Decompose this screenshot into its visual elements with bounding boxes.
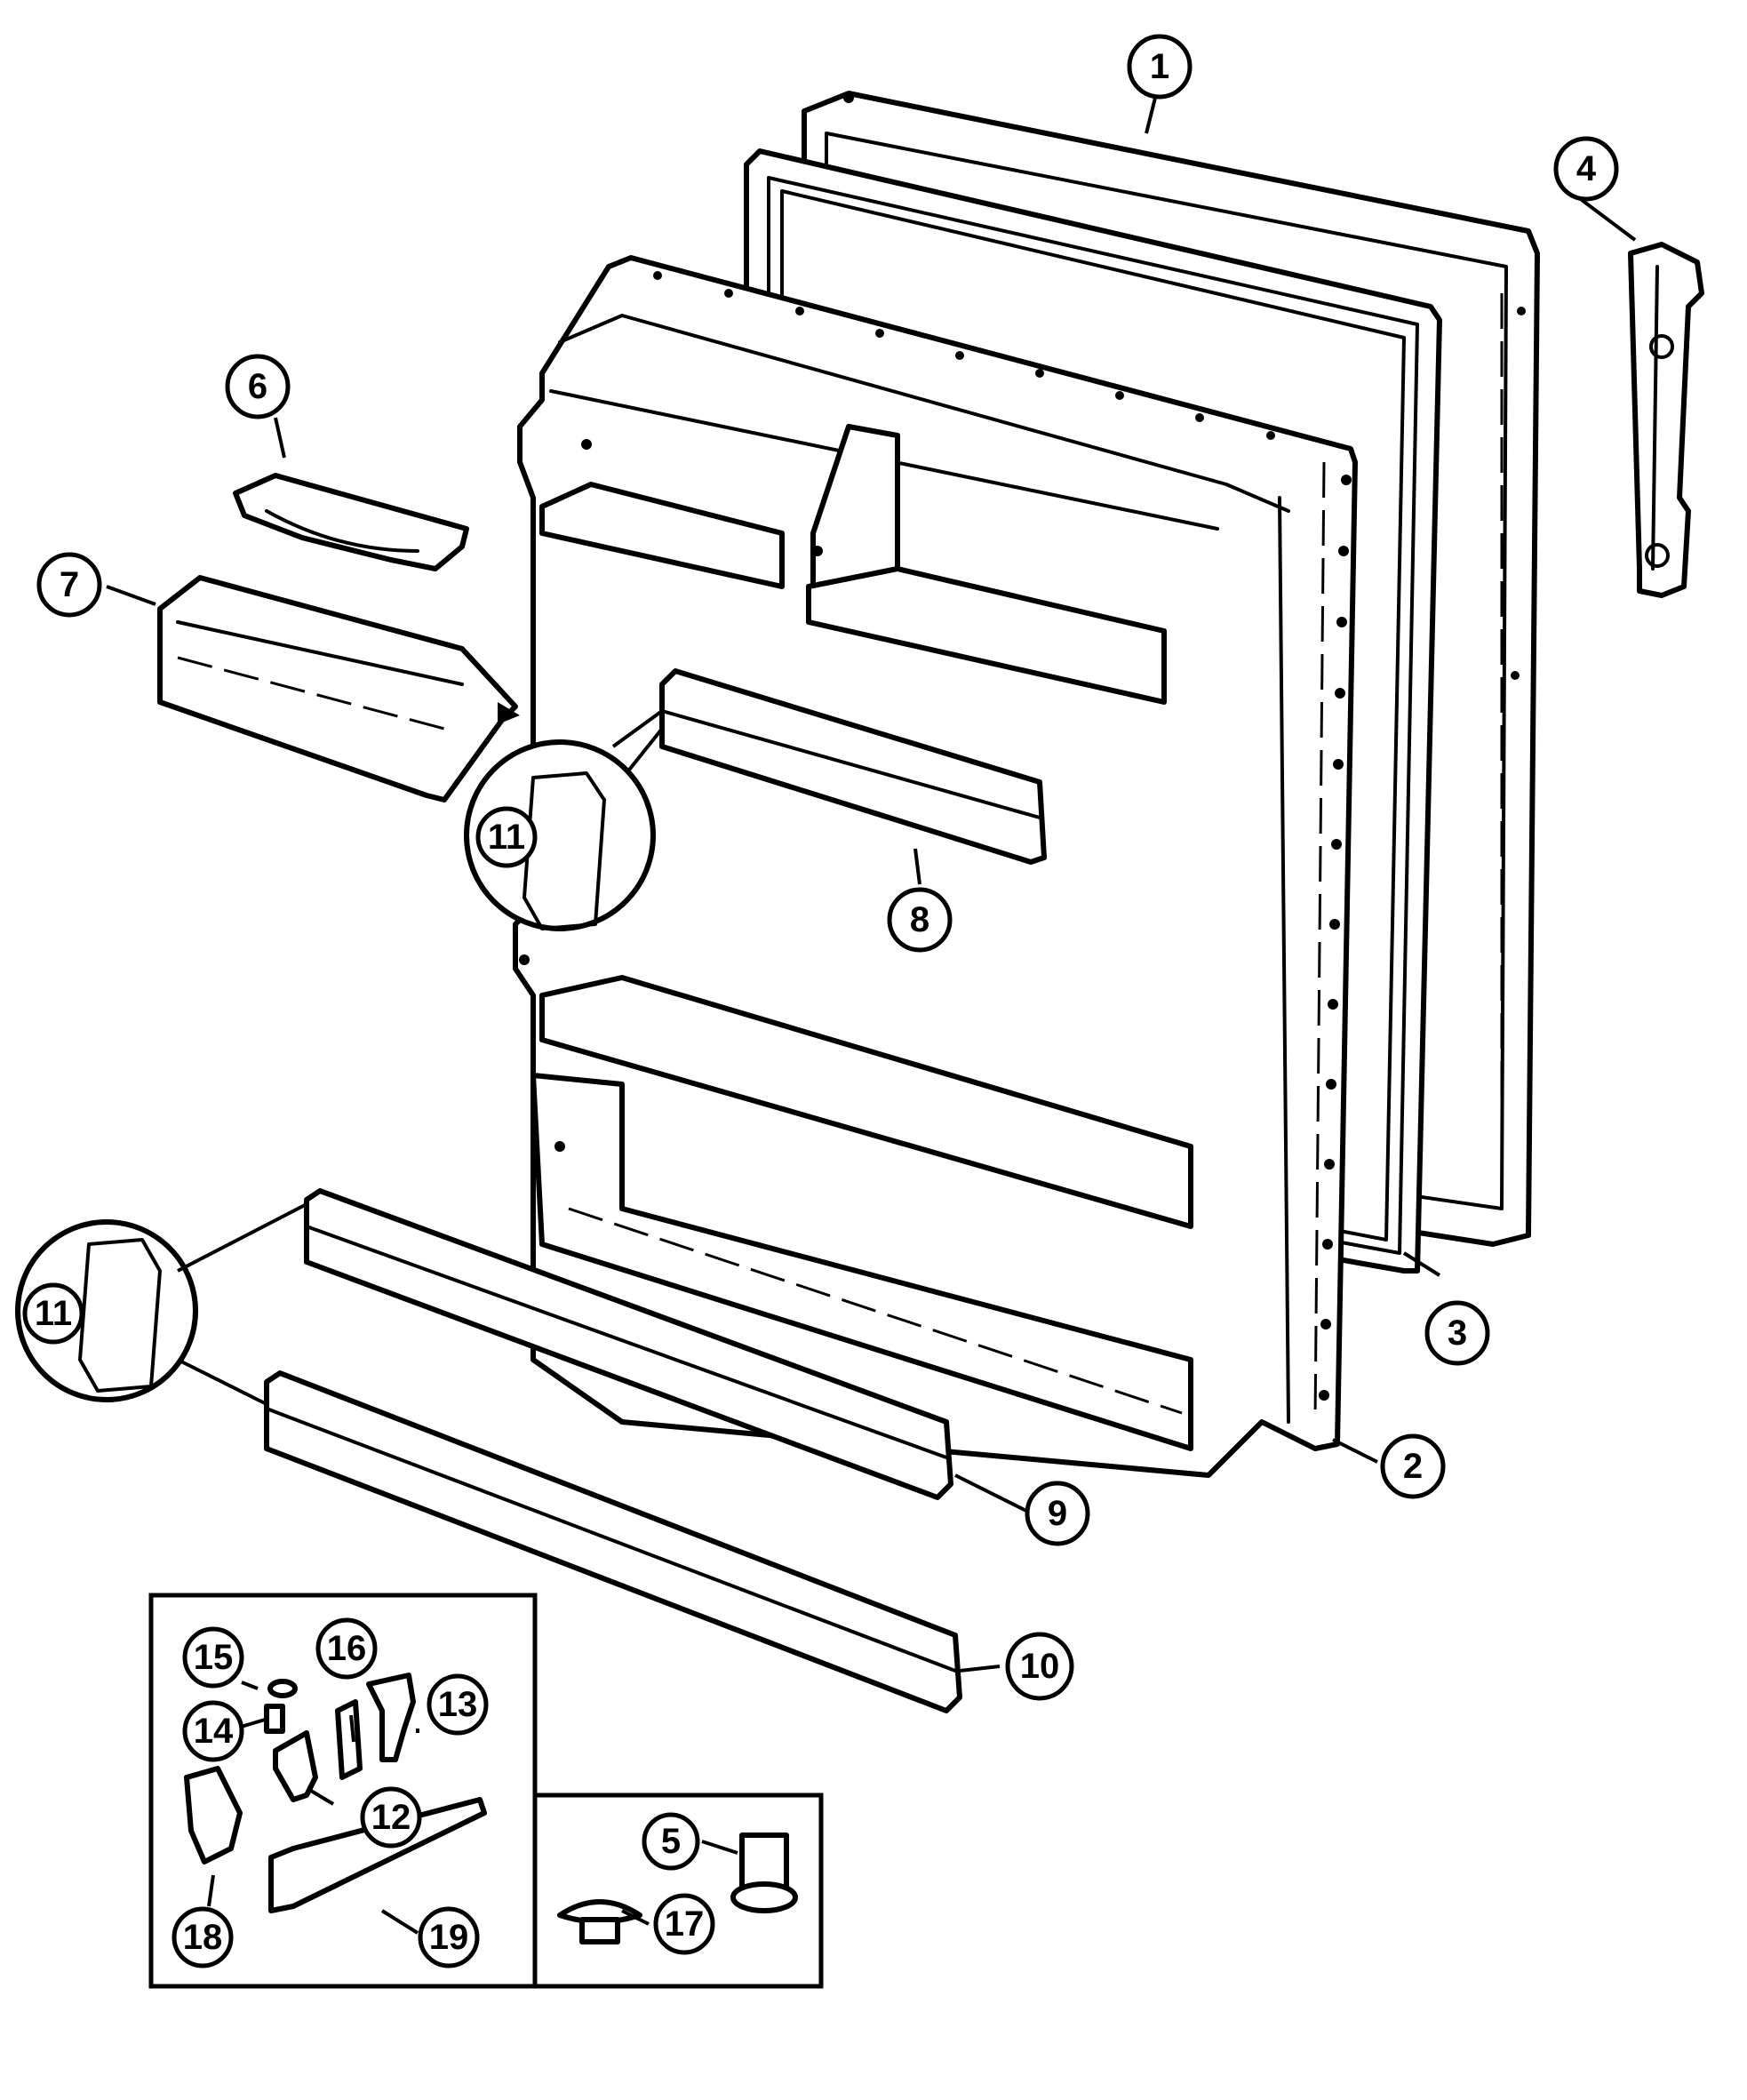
dairy-bin (157, 575, 520, 802)
callout-18: 18 (172, 1906, 234, 1968)
svg-text:16: 16 (327, 1629, 367, 1668)
fastener-parts (557, 1833, 798, 1944)
callout-6: 6 (225, 354, 291, 419)
bracket-detail-upper (464, 709, 664, 931)
upper-shelf-bar (659, 668, 1047, 865)
svg-text:14: 14 (194, 1712, 234, 1751)
callout-10: 10 (1005, 1632, 1074, 1701)
callout-11-upper: 11 (475, 806, 538, 868)
svg-text:2: 2 (1403, 1447, 1423, 1486)
callout-1: 1 (1127, 34, 1193, 100)
lower-shelf-bar (304, 1188, 953, 1500)
svg-text:19: 19 (429, 1918, 469, 1957)
svg-text:8: 8 (910, 900, 929, 939)
callout-9: 9 (1025, 1481, 1090, 1546)
callout-2: 2 (1380, 1433, 1446, 1499)
callout-4: 4 (1553, 136, 1619, 202)
callout-11-lower: 11 (22, 1282, 84, 1345)
callout-14: 14 (182, 1700, 244, 1762)
callout-17: 17 (653, 1893, 715, 1955)
callout-16: 16 (315, 1617, 378, 1680)
svg-text:1: 1 (1150, 47, 1169, 86)
callout-15: 15 (182, 1626, 244, 1689)
svg-text:4: 4 (1576, 149, 1597, 188)
svg-text:5: 5 (661, 1822, 681, 1861)
svg-text:15: 15 (194, 1638, 234, 1677)
hinge-parts (184, 1673, 487, 1913)
bracket-detail-lower (15, 1202, 307, 1406)
callout-13: 13 (427, 1673, 489, 1736)
callout-8: 8 (887, 887, 953, 953)
svg-text:11: 11 (35, 1294, 72, 1333)
bottom-shelf-bar (264, 1370, 962, 1713)
door-handle (1628, 242, 1704, 598)
svg-text:17: 17 (665, 1904, 705, 1944)
callout-19: 19 (418, 1906, 480, 1968)
svg-text:11: 11 (488, 818, 525, 857)
callout-7: 7 (36, 552, 102, 618)
hinge-parts-inset (148, 1593, 538, 1989)
svg-text:18: 18 (183, 1918, 223, 1957)
svg-text:12: 12 (371, 1798, 411, 1837)
svg-text:6: 6 (248, 367, 267, 406)
svg-text:7: 7 (60, 565, 79, 604)
svg-text:3: 3 (1448, 1313, 1467, 1353)
svg-text:13: 13 (438, 1685, 478, 1724)
dairy-door (233, 473, 469, 571)
callout-12: 12 (360, 1786, 422, 1848)
callout-5: 5 (642, 1812, 700, 1871)
svg-text:9: 9 (1048, 1494, 1067, 1533)
callout-3: 3 (1424, 1300, 1490, 1366)
fastener-parts-inset (532, 1793, 824, 1989)
inner-door-liner (513, 255, 1358, 1478)
svg-text:10: 10 (1020, 1647, 1060, 1686)
